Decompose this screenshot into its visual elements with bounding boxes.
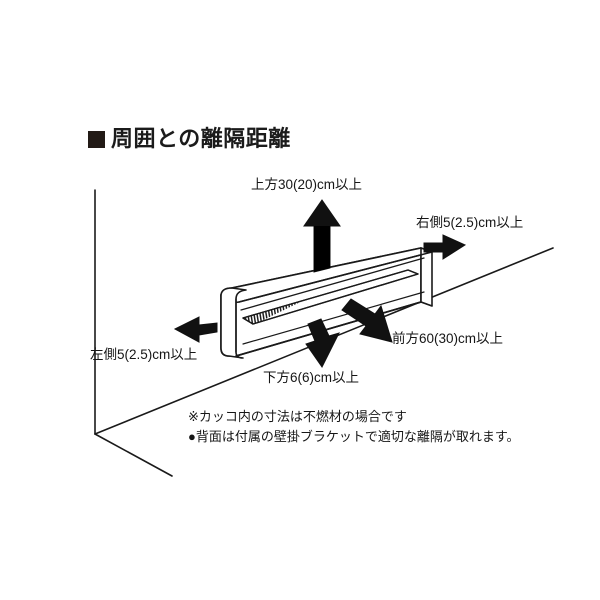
footnote-noncombustible: ※カッコ内の寸法は不燃材の場合です: [188, 409, 407, 424]
heater-top-inner-edge: [238, 251, 433, 303]
clearance-label-front: 前方60(30)cm以上: [392, 331, 504, 346]
arrow-front-clearance: [341, 298, 393, 343]
floor-front-edge-line: [94, 433, 173, 477]
clearance-label-bottom: 下方6(6)cm以上: [263, 370, 360, 385]
heater-right-end-face: [420, 247, 433, 307]
heater-bottom-edge: [235, 301, 422, 357]
page-title: 周囲との離隔距離: [88, 128, 291, 150]
arrow-down-clearance: [305, 318, 340, 368]
heater-lower-inset-line: [242, 291, 425, 345]
clearance-label-top: 上方30(20)cm以上: [251, 177, 363, 192]
arrow-right-clearance: [423, 234, 467, 260]
clearance-label-right: 右側5(2.5)cm以上: [416, 215, 524, 230]
footnote-wall-bracket: ●背面は付属の壁掛ブラケットで適切な離隔が取れます。: [188, 429, 520, 445]
arrow-up-clearance: [303, 199, 341, 273]
page-title-text: 周囲との離隔距離: [111, 126, 291, 151]
heater-outlet-grille: [242, 269, 419, 325]
square-bullet-icon: [88, 130, 105, 148]
arrow-left-clearance: [173, 316, 218, 343]
clearance-label-left: 左側5(2.5)cm以上: [90, 347, 198, 362]
heater-front-rim-line: [240, 257, 425, 311]
footnotes: ※カッコ内の寸法は不燃材の場合です ●背面は付属の壁掛ブラケットで適切な離隔が取…: [188, 407, 520, 447]
heater-unit: [220, 247, 433, 359]
